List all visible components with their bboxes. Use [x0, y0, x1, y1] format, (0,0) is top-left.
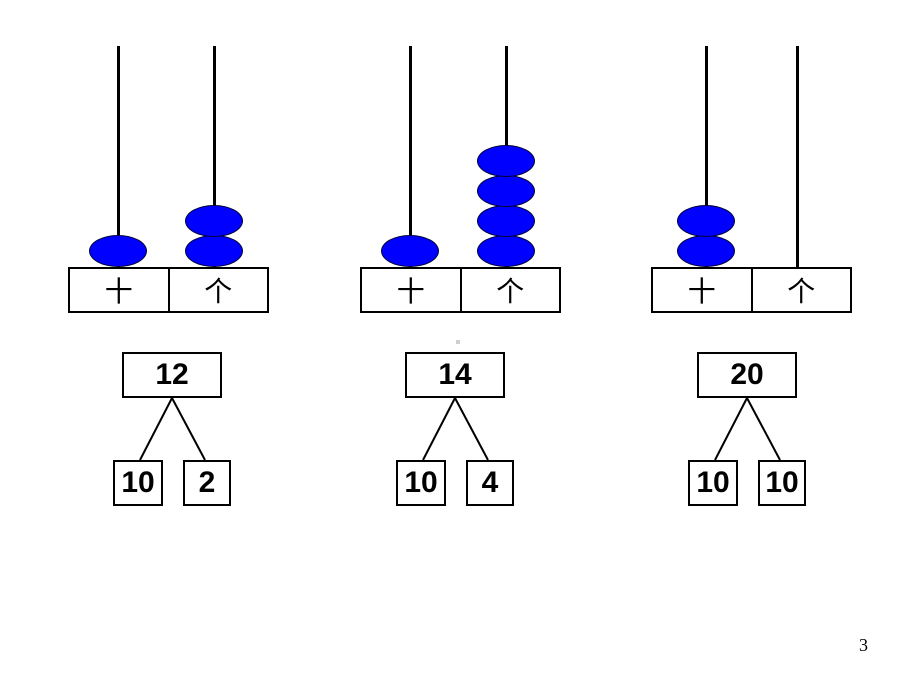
total-number-box: 12 — [122, 352, 222, 398]
tens-label: 十 — [687, 275, 716, 308]
tens-label: 十 — [104, 275, 133, 308]
ones-bead — [477, 205, 535, 237]
tens-label: 十 — [396, 275, 425, 308]
part-tens-box: 10 — [688, 460, 738, 506]
bond-line-left — [422, 397, 456, 461]
total-number-box: 20 — [697, 352, 797, 398]
tens-rod — [117, 46, 120, 267]
ones-label: 个 — [750, 269, 851, 311]
small-dot — [456, 340, 460, 344]
tens-bead — [89, 235, 147, 267]
ones-bead — [185, 205, 243, 237]
bond-line-left — [139, 397, 173, 461]
part-ones-box: 2 — [183, 460, 231, 506]
tens-bead — [381, 235, 439, 267]
bond-line-right — [746, 397, 781, 461]
ones-label: 个 — [167, 269, 268, 311]
bond-line-right — [171, 397, 206, 461]
page-number: 3 — [859, 635, 868, 655]
ones-label: 个 — [459, 269, 560, 311]
part-ones-box: 10 — [758, 460, 806, 506]
ones-bead — [477, 175, 535, 207]
ones-rod — [213, 46, 216, 267]
tens-bead — [677, 235, 735, 267]
ones-rod — [796, 46, 799, 267]
ones-bead — [477, 235, 535, 267]
bond-line-left — [714, 397, 748, 461]
total-number-box: 14 — [405, 352, 505, 398]
bond-line-right — [454, 397, 489, 461]
tens-rod — [705, 46, 708, 267]
tens-bead — [677, 205, 735, 237]
part-ones-box: 4 — [466, 460, 514, 506]
tens-rod — [409, 46, 412, 267]
part-tens-box: 10 — [113, 460, 163, 506]
part-tens-box: 10 — [396, 460, 446, 506]
place-value-box: 十个 — [360, 267, 561, 313]
ones-bead — [185, 235, 243, 267]
place-value-box: 十个 — [651, 267, 852, 313]
ones-bead — [477, 145, 535, 177]
place-value-box: 十个 — [68, 267, 269, 313]
